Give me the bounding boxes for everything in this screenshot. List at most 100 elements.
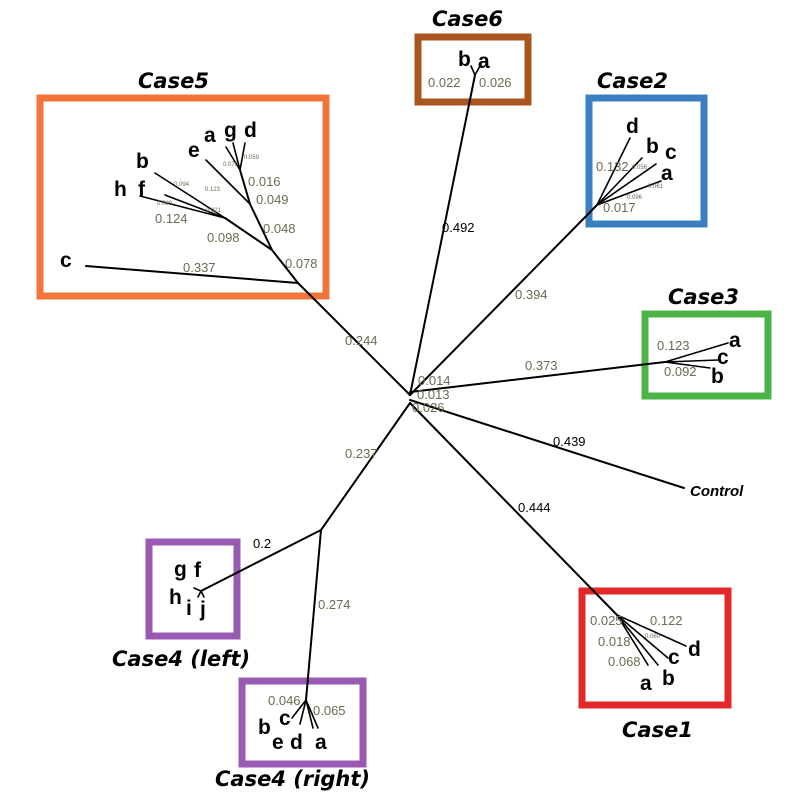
case4-left-twig — [200, 590, 205, 598]
tip-label: b — [458, 48, 471, 71]
case3-twig — [664, 342, 729, 363]
case1-twig — [616, 614, 669, 659]
tip-label: f — [194, 559, 202, 582]
tip-label: h — [169, 586, 182, 609]
tip-label: b — [646, 135, 659, 158]
branch-length: 0.373 — [525, 358, 558, 373]
tip-label: a — [315, 731, 327, 754]
tip-label: b — [711, 365, 724, 388]
case6-title: Case6 — [432, 7, 503, 31]
control-label: Control — [690, 483, 744, 500]
tip-label: a — [729, 329, 741, 352]
branch-length: 0.049 — [256, 192, 289, 207]
case2-title: Case2 — [597, 69, 668, 93]
case5-internal — [249, 203, 273, 251]
case5-c-branch — [85, 265, 299, 284]
case5-frame — [36, 94, 330, 300]
branch-length: 0.492 — [442, 220, 475, 235]
case5-twig — [164, 194, 226, 219]
branch-length: 0.237 — [345, 446, 378, 461]
branch-length: 0.124 — [155, 211, 188, 226]
tip-label: c — [717, 346, 729, 369]
case1-twig — [616, 614, 659, 666]
tip-label: g — [174, 558, 187, 581]
branch-length: 0.021 — [206, 208, 222, 214]
branch-length: 0.123 — [205, 187, 221, 193]
branch-length: 0.059 — [244, 155, 260, 161]
branch-length: 0.394 — [515, 287, 548, 302]
tip-label: d — [244, 119, 257, 142]
branch-length: 0.068 — [608, 654, 641, 669]
branch-length: 0.048 — [263, 221, 296, 236]
tip-label: e — [188, 139, 200, 162]
branch-length: 0.274 — [318, 597, 351, 612]
tip-label: a — [204, 124, 216, 147]
case5-twig — [154, 172, 226, 219]
case1-frame — [578, 587, 732, 709]
case1-stem — [409, 402, 618, 616]
branch-length: 0.046 — [268, 693, 301, 708]
case3-twig — [664, 361, 711, 369]
branch-length: 0.123 — [657, 338, 690, 353]
case2-stem — [409, 204, 598, 396]
branch-length: 0.078 — [285, 256, 318, 271]
case4-left-frame — [145, 538, 241, 640]
branch-length: 0.092 — [664, 364, 697, 379]
tip-label: a — [640, 672, 652, 695]
case2-twig — [596, 137, 631, 206]
branch-length: 0.025 — [590, 613, 623, 628]
tip-label: c — [279, 707, 291, 730]
case2-twig — [596, 180, 662, 206]
case2-twig — [596, 157, 643, 206]
control-stem — [409, 399, 685, 489]
case6-stem — [409, 74, 476, 396]
branch-length: 0.014 — [418, 373, 451, 388]
branch-length: 0.065 — [313, 703, 346, 718]
tip-label: c — [665, 141, 677, 164]
case4-right-twig — [305, 699, 319, 729]
branch-lengths: 0.492 0.022 0.026 0.244 0.078 0.048 0.04… — [155, 75, 697, 718]
tip-label: e — [272, 731, 284, 754]
case4-right-stem — [305, 529, 322, 701]
case5-stem — [297, 282, 411, 396]
tip-label: a — [661, 162, 673, 185]
branch-length: 0.244 — [345, 333, 378, 348]
branch-length: 0.022 — [428, 75, 461, 90]
case1-twig — [616, 614, 649, 666]
tip-label: j — [199, 598, 206, 621]
branch-length: 0.056 — [632, 165, 648, 171]
case4-right-frame — [238, 677, 367, 768]
tip-label: b — [662, 667, 675, 690]
branch-length: 0.122 — [650, 613, 683, 628]
branch-length: 0.2 — [253, 536, 271, 551]
branch-length: 0.060 — [645, 634, 661, 640]
case1-twig — [616, 614, 687, 647]
case5-twig — [232, 142, 241, 171]
tip-label: i — [186, 597, 192, 620]
case2-twig — [596, 163, 657, 206]
branch-length: 0.026 — [479, 75, 512, 90]
case6-twig — [470, 65, 476, 76]
case5-title: Case5 — [138, 69, 209, 93]
tip-label: g — [224, 119, 237, 142]
tip-label: f — [138, 178, 146, 201]
branch-length: 0.026 — [412, 400, 445, 415]
tip-label: b — [258, 716, 271, 739]
tip-label: h — [114, 178, 127, 201]
branch-length: 0.016 — [248, 174, 281, 189]
case5-twig — [139, 195, 226, 219]
case4-right-twig — [299, 699, 307, 725]
branches — [85, 65, 729, 729]
case3-title: Case3 — [668, 285, 739, 309]
case3-twig — [664, 359, 719, 363]
case4-right-title: Case4 (right) — [215, 767, 370, 791]
branch-length: 0.089 — [157, 201, 173, 207]
tip-label: b — [136, 150, 149, 173]
branch-length: 0.061 — [648, 184, 664, 190]
branch-length: 0.096 — [627, 195, 643, 201]
tip-label: d — [688, 638, 701, 661]
branch-length: 0.337 — [183, 260, 216, 275]
case4-left-twig — [193, 587, 202, 592]
branch-length: 0.018 — [598, 634, 631, 649]
